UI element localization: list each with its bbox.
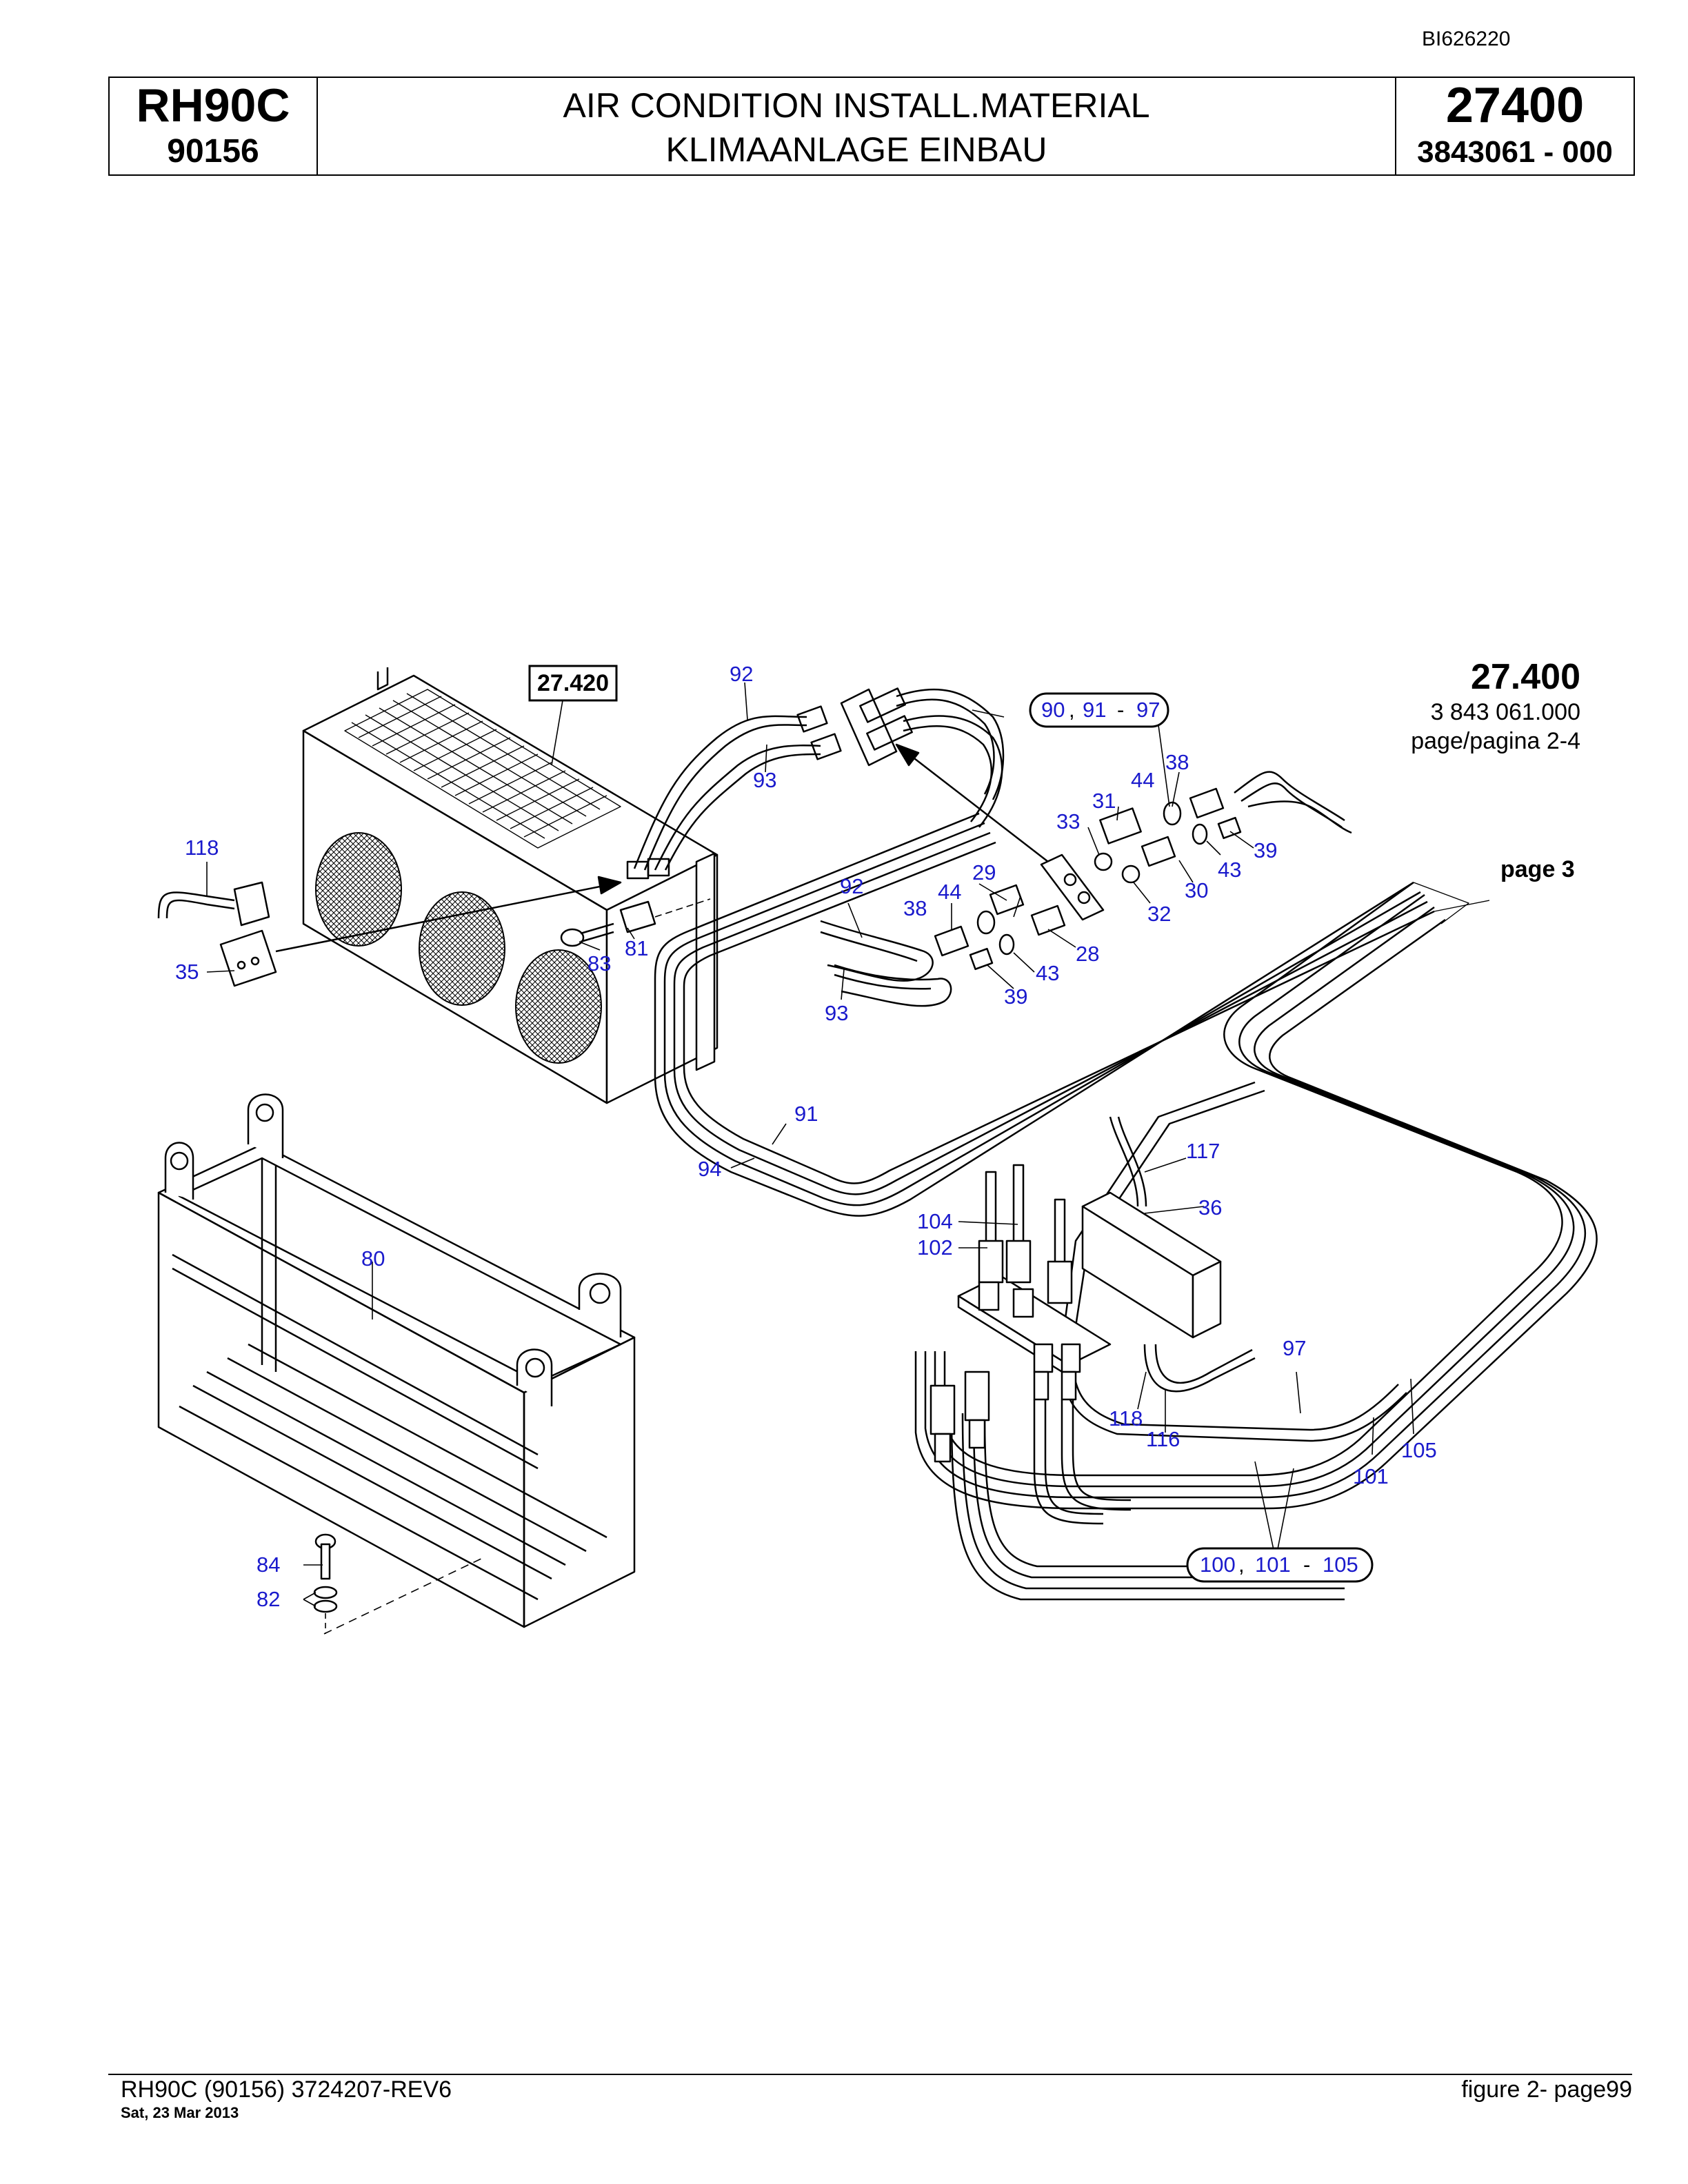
part-label-83: 83 — [587, 951, 611, 975]
part-label-39: 39 — [1254, 838, 1277, 862]
assembly-ref-label: 27.420 — [537, 670, 609, 696]
part-label-81: 81 — [625, 936, 648, 960]
callout-group-100-105 — [1186, 1547, 1374, 1583]
callout-97: 97 — [1136, 698, 1160, 722]
part-label-31: 31 — [1092, 789, 1116, 813]
fittings-assembly-mid — [820, 743, 1352, 1007]
leader-lines — [206, 682, 1414, 1607]
svg-text:-: - — [1117, 698, 1124, 722]
footer-rule — [108, 2074, 1632, 2075]
part-label-80: 80 — [361, 1246, 385, 1271]
part-label-94: 94 — [698, 1157, 721, 1181]
part-label-91: 91 — [794, 1102, 818, 1126]
part-label-118-b: 118 — [1109, 1406, 1143, 1430]
part-label-102: 102 — [917, 1235, 953, 1260]
svg-text:-: - — [1303, 1553, 1310, 1577]
hose-loop-91-94 — [654, 812, 1435, 1217]
part-label-30: 30 — [1185, 878, 1208, 902]
reference-part-number: 3 843 061.000 — [1430, 699, 1580, 725]
callout-group-90-97 — [1029, 692, 1169, 728]
bolt-84-washers-82 — [313, 1533, 338, 1634]
part-label-117: 117 — [1186, 1139, 1220, 1163]
group-code: 27400 — [1445, 78, 1585, 133]
part-label-101: 101 — [1353, 1464, 1389, 1488]
page-3-reference: page 3 — [1500, 856, 1575, 882]
part-label-33: 33 — [1056, 809, 1080, 833]
part-label-32: 32 — [1147, 902, 1171, 926]
part-label-92: 92 — [730, 662, 753, 686]
part-label-44-b: 44 — [938, 880, 961, 904]
svg-text:,: , — [1069, 698, 1075, 722]
reference-block: 27.400 3 843 061.000 page/pagina 2-4 — [1411, 656, 1580, 756]
part-label-82: 82 — [257, 1587, 280, 1611]
part-label-38: 38 — [1165, 750, 1189, 774]
part-label-29: 29 — [972, 860, 996, 884]
clamp-35 — [157, 876, 711, 987]
part-label-35: 35 — [175, 960, 199, 984]
coupling-block-top — [840, 687, 1005, 828]
part-label-118: 118 — [185, 836, 219, 860]
part-label-36: 36 — [1198, 1195, 1222, 1220]
part-label-92-b: 92 — [840, 874, 863, 898]
title-english: AIR CONDITION INSTALL.MATERIAL — [563, 86, 1150, 125]
title-cell: AIR CONDITION INSTALL.MATERIAL KLIMAANLA… — [318, 78, 1395, 174]
frame-80 — [157, 1093, 636, 1635]
group-cell: 27400 3843061 - 000 — [1395, 78, 1634, 174]
callout-105: 105 — [1323, 1553, 1358, 1577]
footer-date: Sat, 23 Mar 2013 — [121, 2104, 239, 2121]
part-label-38-b: 38 — [903, 896, 927, 920]
assembly-ref-box — [528, 665, 618, 702]
model-cell: RH90C 90156 — [110, 78, 318, 174]
hose-92-93 — [626, 705, 842, 880]
part-label-44: 44 — [1131, 768, 1154, 792]
part-label-93-b: 93 — [825, 1001, 848, 1025]
part-label-104: 104 — [917, 1209, 953, 1233]
part-label-97: 97 — [1283, 1336, 1306, 1360]
part-label-105: 105 — [1401, 1438, 1437, 1462]
reference-number: 27.400 — [1470, 657, 1580, 697]
serial-number: 90156 — [167, 133, 259, 170]
document-id: BI626220 — [1422, 28, 1511, 50]
reference-page: page/pagina 2-4 — [1411, 728, 1580, 754]
part-label-84: 84 — [257, 1553, 280, 1577]
part-label-43: 43 — [1218, 858, 1241, 882]
callout-91: 91 — [1083, 698, 1106, 722]
model-name: RH90C — [136, 79, 290, 132]
part-label-93: 93 — [753, 768, 776, 792]
part-label-43-b: 43 — [1036, 961, 1059, 985]
part-label-39-b: 39 — [1004, 984, 1027, 1009]
svg-text:,: , — [1238, 1553, 1245, 1577]
bracket-assembly-36 — [930, 1116, 1256, 1525]
group-part-number: 3843061 - 000 — [1417, 135, 1613, 169]
callout-90: 90 — [1041, 698, 1065, 722]
title-block: RH90C 90156 AIR CONDITION INSTALL.MATERI… — [108, 77, 1635, 176]
callout-101: 101 — [1255, 1553, 1291, 1577]
title-german: KLIMAANLAGE EINBAU — [665, 130, 1047, 169]
callout-100: 100 — [1200, 1553, 1236, 1577]
part-label-28: 28 — [1076, 942, 1099, 966]
footer-page-ref: figure 2- page99 — [1461, 2076, 1632, 2103]
part-label-116: 116 — [1146, 1427, 1180, 1451]
footer-document-ref: RH90C (90156) 3724207-REV6 — [121, 2076, 452, 2103]
